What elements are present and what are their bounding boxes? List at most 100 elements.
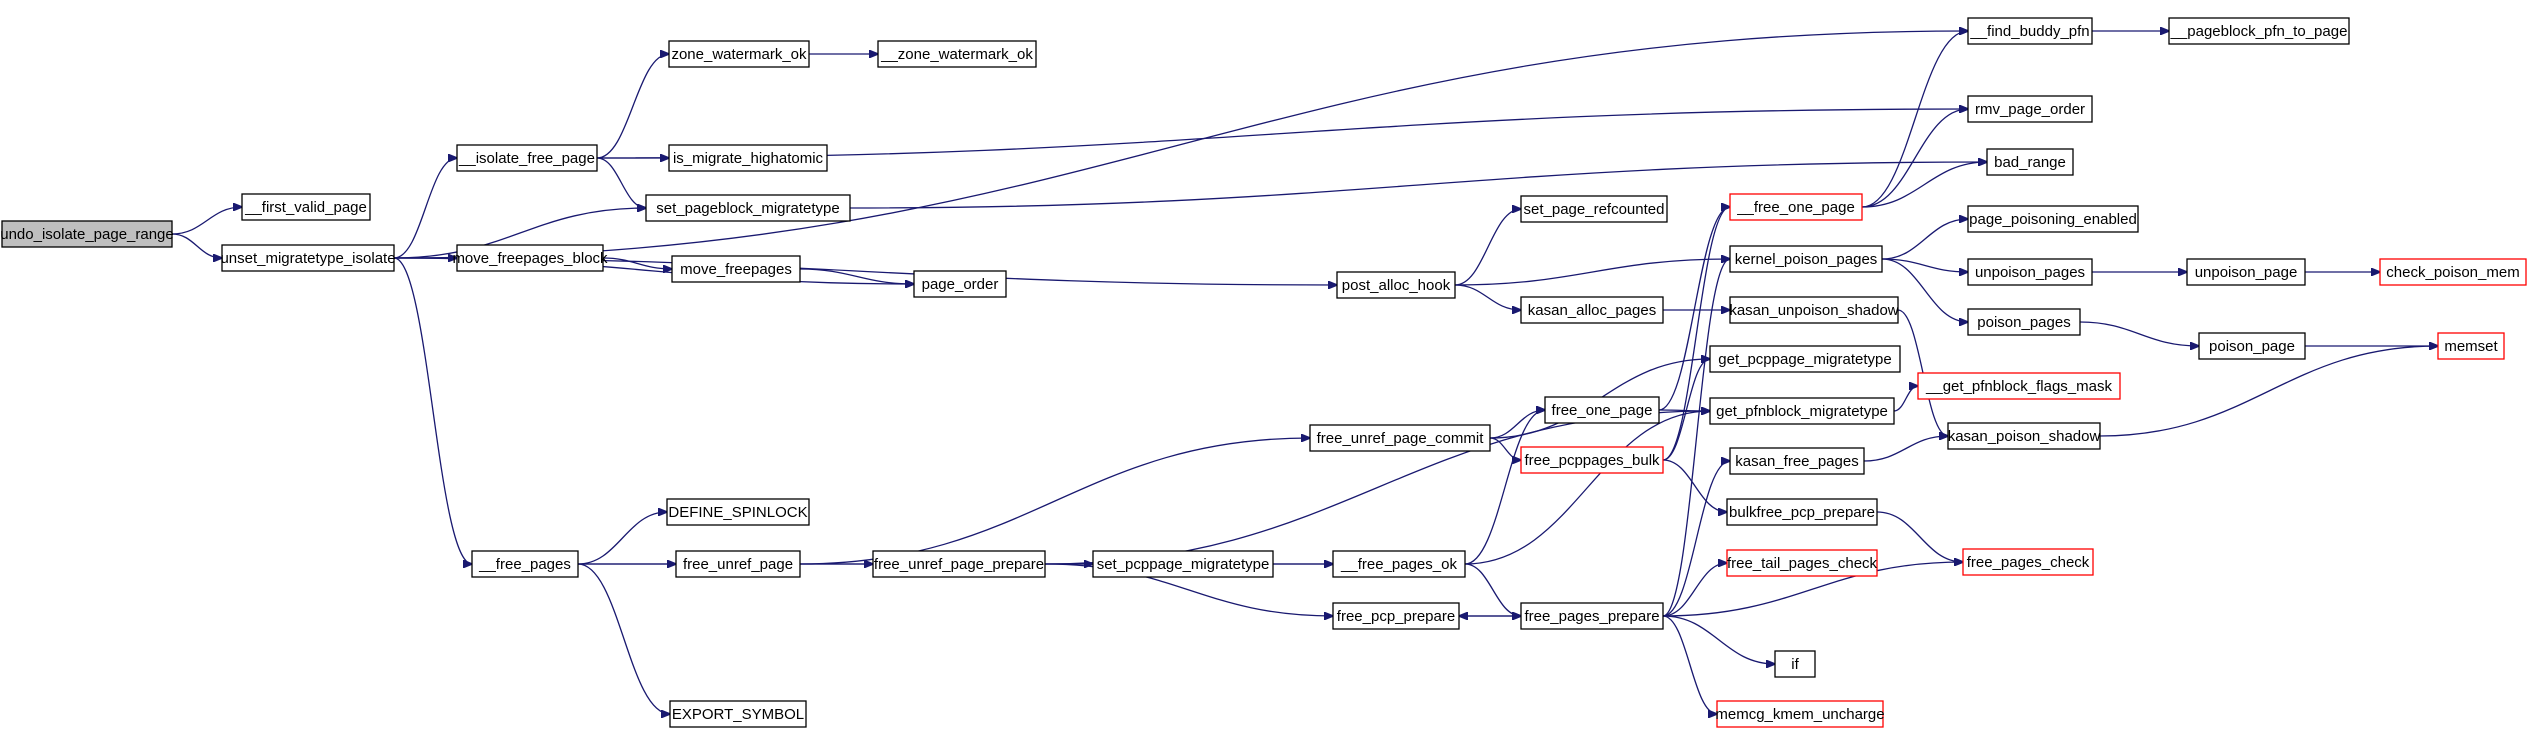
node-set-pcppage-migratetype[interactable]: set_pcppage_migratetype — [1092, 550, 1274, 578]
node-free-pages-ok[interactable]: __free_pages_ok — [1332, 550, 1466, 578]
node-get-pfnblock-migratetype[interactable]: get_pfnblock_migratetype — [1709, 397, 1895, 425]
node-kernel-poison-pages[interactable]: kernel_poison_pages — [1729, 245, 1883, 273]
node-box — [1709, 345, 1901, 373]
node-label: kasan_free_pages — [1735, 453, 1858, 470]
node-poison-page[interactable]: poison_page — [2198, 332, 2306, 360]
node-export-symbol[interactable]: EXPORT_SYMBOL — [669, 700, 807, 728]
node-free-unref-page[interactable]: free_unref_page — [675, 550, 801, 578]
edge-move-freepages-to-page-order — [799, 268, 914, 284]
edge-free-pages-to-export-symbol — [577, 563, 670, 714]
node-box — [471, 550, 579, 578]
node-box — [1729, 193, 1863, 221]
node-bad-range[interactable]: bad_range — [1986, 148, 2074, 176]
node-define-spinlock[interactable]: DEFINE_SPINLOCK — [666, 498, 810, 526]
edge-isolate-free-page-to-set-pageblock-migratetype — [596, 157, 646, 208]
node-free-one-page[interactable]: free_one_page — [1544, 396, 1660, 424]
node-free-pages-prepare[interactable]: free_pages_prepare — [1520, 602, 1664, 630]
edge-post-alloc-hook-to-set-page-refcounted — [1454, 209, 1521, 286]
edge-get-pfnblock-migratetype-to-get-pfnblock-flags-mask — [1893, 386, 1918, 412]
node-box — [1967, 205, 2139, 233]
node-poison-pages[interactable]: poison_pages — [1967, 308, 2081, 336]
node-free-pcppages-bulk[interactable]: free_pcppages_bulk — [1520, 446, 1664, 474]
node-set-pageblock-migratetype[interactable]: set_pageblock_migratetype — [645, 194, 851, 222]
node-get-pcppage-migratetype[interactable]: get_pcppage_migratetype — [1709, 345, 1901, 373]
node-page-poisoning-enabled[interactable]: page_poisoning_enabled — [1967, 205, 2139, 233]
node-box — [1520, 446, 1664, 474]
node-kasan-free-pages[interactable]: kasan_free_pages — [1729, 447, 1865, 475]
node-first-valid-page[interactable]: __first_valid_page — [241, 193, 371, 221]
node-kasan-alloc-pages[interactable]: kasan_alloc_pages — [1520, 296, 1664, 324]
node-unset-migratetype-isolate[interactable]: unset_migratetype_isolate — [220, 244, 396, 272]
node-zone-watermark-ok[interactable]: zone_watermark_ok — [668, 40, 810, 68]
node-get-pfnblock-flags-mask[interactable]: __get_pfnblock_flags_mask — [1917, 372, 2121, 400]
node-if[interactable]: if — [1774, 650, 1816, 678]
edge-free-pages-prepare-to-memcg-kmem-uncharge — [1662, 615, 1717, 714]
node-unpoison-page[interactable]: unpoison_page — [2186, 258, 2306, 286]
node-label: kasan_unpoison_shadow — [1729, 302, 1898, 319]
edge-free-unref-page-prepare-to-free-pcp-prepare — [1044, 563, 1333, 616]
node-box — [1092, 550, 1274, 578]
node-kasan-unpoison-shadow[interactable]: kasan_unpoison_shadow — [1729, 296, 1899, 324]
node-box — [1917, 372, 2121, 400]
node-box — [1967, 308, 2081, 336]
node-memcg-kmem-uncharge[interactable]: memcg_kmem_uncharge — [1715, 700, 1885, 728]
node-free-tail-pages-check[interactable]: free_tail_pages_check — [1726, 549, 1878, 577]
node-rmv-page-order[interactable]: rmv_page_order — [1967, 95, 2093, 123]
edges-layer — [171, 31, 2438, 714]
edge-free-pages-to-define-spinlock — [577, 512, 667, 565]
node-undo-isolate-page-range[interactable]: undo_isolate_page_range — [0, 220, 174, 248]
edge-free-unref-page-commit-to-free-pcppages-bulk — [1489, 437, 1521, 460]
edge-set-pageblock-migratetype-to-bad-range — [849, 162, 1987, 209]
node-label: post_alloc_hook — [1342, 277, 1451, 294]
edge-move-freepages-block-to-move-freepages — [602, 257, 672, 269]
edge-kernel-poison-pages-to-poison-pages — [1881, 258, 1968, 322]
node-label: set_pageblock_migratetype — [656, 200, 839, 217]
node-pageblock-pfn-to-page[interactable]: __pageblock_pfn_to_page — [2168, 17, 2350, 45]
node-label: free_unref_page_commit — [1317, 430, 1485, 447]
node-label: __get_pfnblock_flags_mask — [1925, 378, 2112, 395]
node-bulkfree-pcp-prepare[interactable]: bulkfree_pcp_prepare — [1726, 498, 1878, 526]
edge-free-pages-prepare-to-kasan-free-pages — [1662, 461, 1730, 617]
node-isolate-free-page[interactable]: __isolate_free_page — [456, 144, 598, 172]
node-set-page-refcounted[interactable]: set_page_refcounted — [1520, 195, 1668, 223]
node-kasan-poison-shadow[interactable]: kasan_poison_shadow — [1947, 422, 2101, 450]
node-free-pcp-prepare[interactable]: free_pcp_prepare — [1332, 602, 1460, 630]
node-label: page_order — [922, 276, 999, 293]
node-label: move_freepages — [680, 261, 792, 278]
edge-poison-pages-to-poison-page — [2079, 321, 2199, 346]
node-memset[interactable]: memset — [2437, 332, 2505, 360]
node-free-pages-check[interactable]: free_pages_check — [1962, 548, 2094, 576]
node-label: move_freepages_block — [452, 250, 608, 267]
edge-kasan-free-pages-to-kasan-poison-shadow — [1863, 436, 1948, 462]
node-box — [1986, 148, 2074, 176]
node-move-freepages-block[interactable]: move_freepages_block — [452, 244, 608, 272]
node-unpoison-pages[interactable]: unpoison_pages — [1967, 258, 2093, 286]
node-zone-watermark-ok[interactable]: __zone_watermark_ok — [877, 40, 1037, 68]
node-page-order[interactable]: page_order — [913, 270, 1007, 298]
node-free-one-page[interactable]: __free_one_page — [1729, 193, 1863, 221]
node-is-migrate-highatomic[interactable]: is_migrate_highatomic — [668, 144, 828, 172]
edge-free-pages-prepare-to-free-tail-pages-check — [1662, 563, 1727, 617]
edge-undo-isolate-page-range-to-unset-migratetype-isolate — [171, 233, 222, 258]
node-label: free_unref_page_prepare — [874, 556, 1044, 573]
node-find-buddy-pfn[interactable]: __find_buddy_pfn — [1967, 17, 2093, 45]
node-label: __free_pages — [478, 556, 571, 573]
node-box — [2168, 17, 2350, 45]
node-box — [877, 40, 1037, 68]
node-label: is_migrate_highatomic — [673, 150, 824, 167]
node-box — [872, 550, 1046, 578]
node-post-alloc-hook[interactable]: post_alloc_hook — [1336, 271, 1456, 299]
node-check-poison-mem[interactable]: check_poison_mem — [2379, 258, 2527, 286]
node-move-freepages[interactable]: move_freepages — [671, 255, 801, 283]
node-label: unpoison_page — [2195, 264, 2298, 281]
node-label: unset_migratetype_isolate — [220, 250, 395, 267]
node-free-unref-page-commit[interactable]: free_unref_page_commit — [1309, 424, 1491, 452]
node-label: __find_buddy_pfn — [1969, 23, 2089, 40]
node-label: get_pcppage_migratetype — [1718, 351, 1891, 368]
node-label: EXPORT_SYMBOL — [672, 706, 804, 723]
node-label: rmv_page_order — [1975, 101, 2085, 118]
node-box — [1, 220, 173, 248]
node-free-unref-page-prepare[interactable]: free_unref_page_prepare — [872, 550, 1046, 578]
node-free-pages[interactable]: __free_pages — [471, 550, 579, 578]
node-label: free_pcp_prepare — [1337, 608, 1455, 625]
